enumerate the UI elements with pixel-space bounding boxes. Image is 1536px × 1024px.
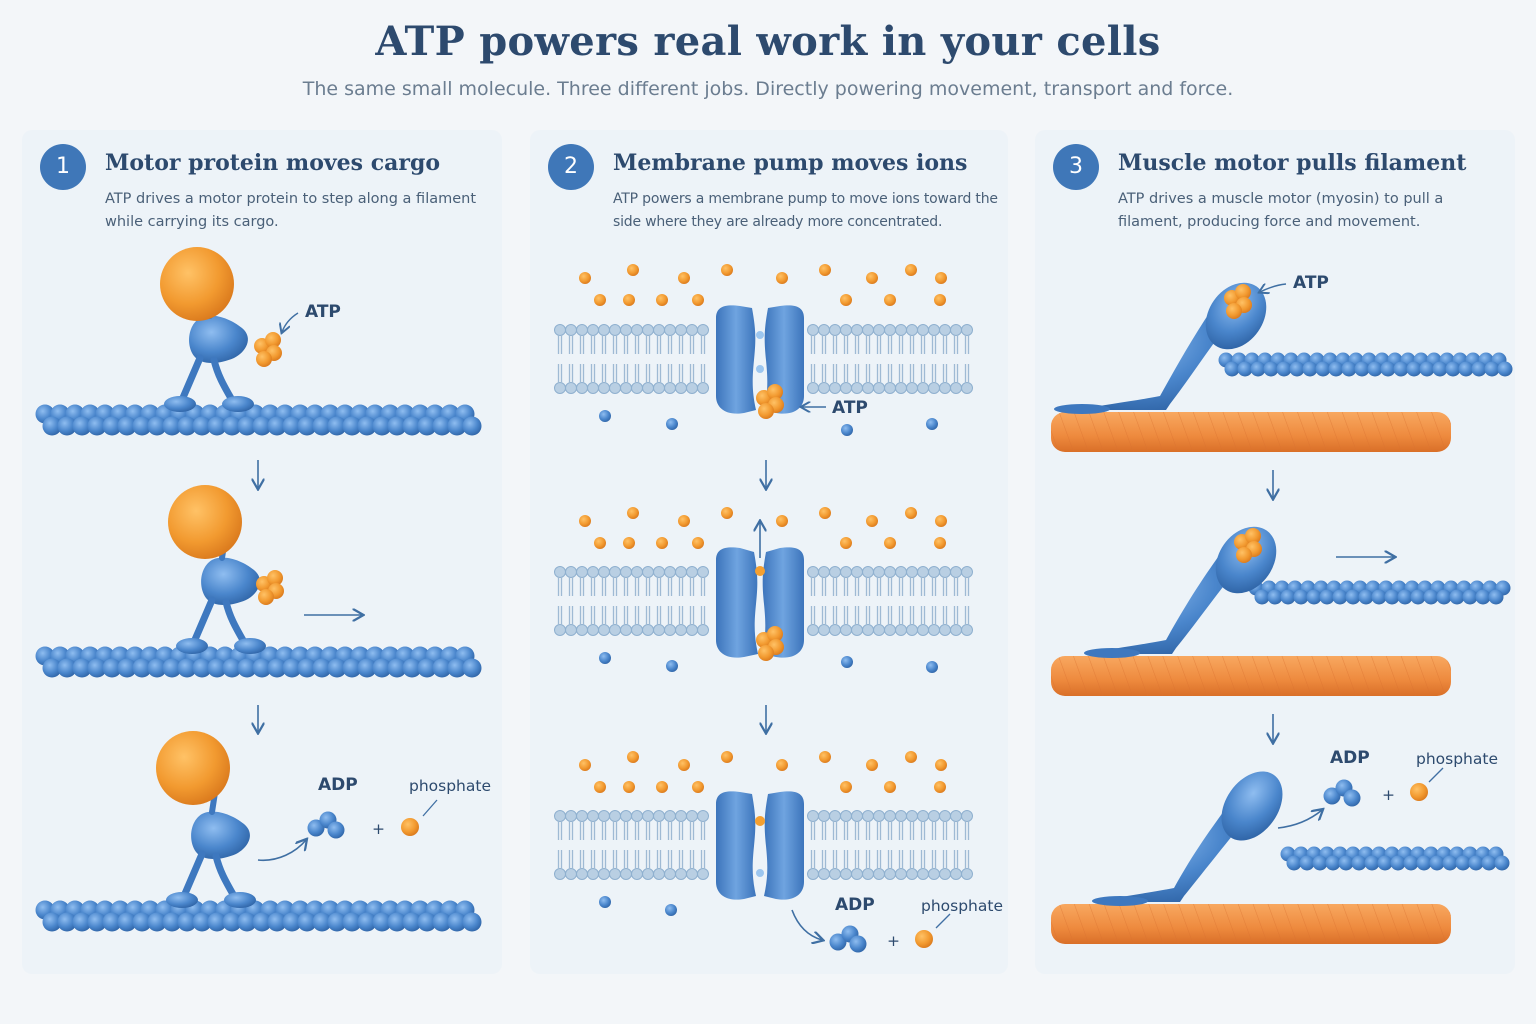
p1-motor-3	[166, 786, 256, 908]
cargo-icon	[168, 485, 242, 559]
p1-filament-3	[35, 900, 482, 932]
p1-plus: +	[372, 820, 385, 838]
p1-atp-label: ATP	[305, 302, 341, 322]
cargo-icon	[156, 731, 230, 805]
p3-adp-label: ADP	[1330, 748, 1370, 768]
pump-protein-3	[716, 791, 804, 900]
muscle-motor-steps: ATP ADP + phosphate	[1051, 273, 1513, 944]
pump-protein-2	[716, 547, 804, 661]
membrane-pump-steps: ATP ADP + phosphate	[553, 264, 1003, 953]
phosphate-icon	[915, 930, 933, 948]
p2-adp-label: ADP	[835, 895, 875, 915]
p3-atp-label: ATP	[1293, 273, 1329, 293]
panel-2-description: ATP powers a membrane pump to move ions …	[613, 191, 998, 230]
phosphate-icon	[1410, 783, 1428, 801]
p2-atp-label: ATP	[832, 398, 868, 418]
motor-protein-steps: ATP ADP + phosphate	[35, 247, 491, 932]
step-number-1: 1	[40, 144, 86, 190]
p3-phosphate-label: phosphate	[1416, 750, 1498, 768]
p2-plus: +	[887, 932, 900, 950]
panel-3-description: ATP drives a muscle motor (myosin) to pu…	[1118, 191, 1444, 230]
p1-filament-1	[35, 404, 482, 436]
step-number-3: 3	[1053, 144, 1099, 190]
panel-2-title: Membrane pump moves ions	[613, 150, 968, 176]
p2-phosphate-label: phosphate	[921, 897, 1003, 915]
step-number-2: 2	[548, 144, 594, 190]
pump-protein-1	[716, 305, 804, 419]
page-title: ATP powers real work in your cells	[375, 18, 1161, 65]
panel-motor-protein: 1 Motor protein moves cargo ATP drives a…	[22, 130, 502, 974]
page-subtitle: The same small molecule. Three different…	[302, 78, 1234, 100]
panel-muscle-motor: 3 Muscle motor pulls filament ATP drives…	[1035, 130, 1515, 974]
p1-filament-2	[35, 646, 482, 678]
phosphate-icon	[401, 818, 419, 836]
p1-adp-label: ADP	[318, 775, 358, 795]
panel-3-title: Muscle motor pulls filament	[1118, 150, 1467, 176]
p3-plus: +	[1382, 786, 1395, 804]
panel-1-title: Motor protein moves cargo	[105, 150, 441, 176]
panel-1-description: ATP drives a motor protein to step along…	[105, 191, 477, 230]
cargo-icon	[160, 247, 234, 321]
p1-phosphate-label: phosphate	[409, 777, 491, 795]
